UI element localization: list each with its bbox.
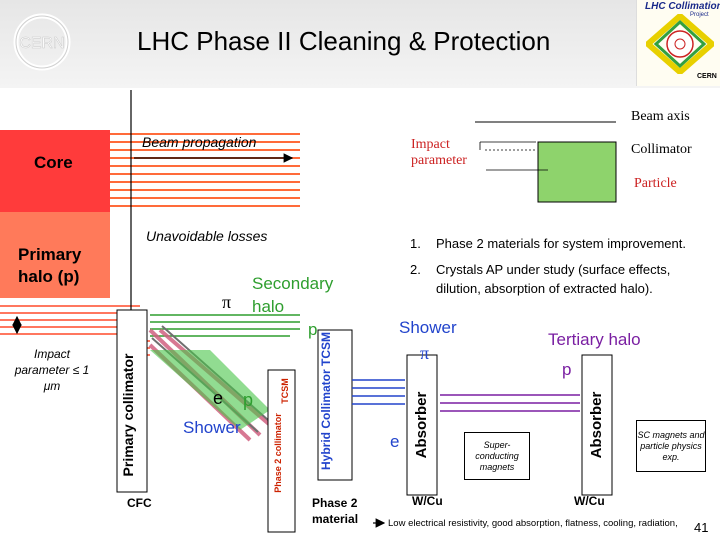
sc-magnets-box-1: Super-conducting magnets: [464, 432, 530, 480]
impact-parameter-label: Impact parameter ≤ 1 μm: [14, 347, 90, 393]
green-wedge: [150, 350, 270, 430]
cern-logo-icon: CERN: [13, 13, 71, 71]
unavoidable-losses-label: Unavoidable losses: [146, 228, 268, 244]
phase2-collimator-box: [267, 369, 296, 533]
note-2-text-cont: dilution, absorption of extracted halo).: [436, 281, 653, 296]
tertiary-halo-label: Tertiary halo: [548, 330, 641, 349]
cfc-label: CFC: [127, 496, 152, 510]
inset-collimator-block: [537, 141, 617, 203]
logo-name: LHC Collimation: [645, 1, 720, 12]
core-label: Core: [34, 153, 73, 172]
shower-rays: [352, 379, 405, 405]
primary-collimator-label: Primary collimator: [120, 353, 136, 477]
absorber-1-label: Absorber: [413, 391, 430, 459]
p-label-1: p: [308, 320, 318, 339]
beam-core: [0, 130, 110, 212]
absorber-1-box: [406, 354, 438, 496]
logo-sub: Project: [690, 12, 709, 18]
footer-note: Low electrical resistivity, good absorpt…: [388, 518, 678, 529]
sc-magnets-label-2: SC magnets and particle physics exp.: [637, 429, 705, 462]
absorber-2-label: Absorber: [588, 391, 605, 459]
hybrid-collimator-box: [317, 329, 353, 481]
pi-label-1: π: [222, 292, 232, 312]
tcsm-vertical-label: TCSM: [280, 378, 290, 404]
shower-label-1: Shower: [183, 418, 241, 437]
p-label-3: p: [562, 360, 572, 379]
wcu-label-1: W/Cu: [412, 494, 443, 508]
shower-label-2: Shower: [399, 318, 457, 337]
sc-magnets-box-2: SC magnets and particle physics exp.: [636, 420, 706, 472]
phase2-material-label: Phase 2 material: [312, 496, 359, 526]
inset-impact-label: Impact parameter: [411, 137, 467, 168]
header-bar: [0, 0, 720, 88]
pi-label-2: π: [420, 343, 430, 363]
e-label-2: e: [390, 432, 400, 451]
primary-halo-band: [0, 212, 110, 298]
sc-magnets-label-1: Super-conducting magnets: [475, 439, 519, 472]
primary-collimator-box: [116, 309, 148, 493]
hybrid-collimator-label: Hybrid Collimator TCSM: [319, 332, 333, 471]
inset-particle-label: Particle: [634, 176, 677, 191]
note-1-text: Phase 2 materials for system improvement…: [436, 236, 686, 251]
page-title: LHC Phase II Cleaning & Protection: [137, 26, 551, 56]
e-label-1: e: [213, 388, 224, 408]
note-1-number: 1.: [410, 236, 421, 251]
inset-beam-axis-label: Beam axis: [631, 109, 690, 124]
beam-propagation-label: Beam propagation: [142, 134, 257, 150]
svg-text:CERN: CERN: [19, 35, 64, 52]
collimation-emblem-icon: [646, 14, 714, 74]
page-number: 41: [694, 520, 709, 535]
absorber-2-box: [581, 354, 613, 496]
primary-halo-label: Primary halo (p): [18, 245, 82, 286]
secondary-halo-rays: [150, 314, 300, 337]
tertiary-halo-rays: [440, 394, 580, 412]
p-label-2: p: [243, 390, 254, 410]
logo-org: CERN: [697, 73, 717, 80]
note-2-number: 2.: [410, 262, 421, 277]
wcu-label-2: W/Cu: [574, 494, 605, 508]
inset-collimator-label: Collimator: [631, 142, 692, 157]
note-2-text: Crystals AP under study (surface effects…: [436, 262, 671, 277]
secondary-halo-label: Secondary halo: [252, 274, 334, 316]
